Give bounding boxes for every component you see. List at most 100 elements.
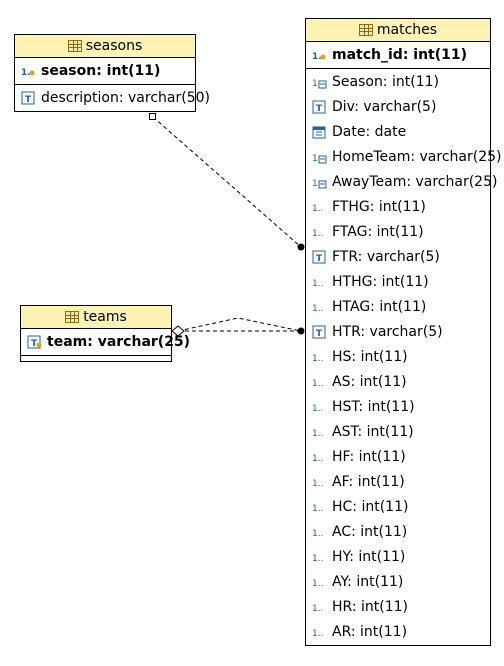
svg-text:T: T <box>31 339 38 349</box>
numeric-column-icon: 1.. <box>312 275 327 289</box>
svg-text:1..: 1.. <box>312 504 323 514</box>
column-row[interactable]: 1.. AC: int(11) <box>306 519 490 544</box>
numeric-column-icon: 1.. <box>312 300 327 314</box>
numeric-column-icon: 1.. <box>312 575 327 589</box>
svg-text:1..: 1.. <box>312 579 323 589</box>
primary-key-row[interactable]: T team: varchar(25) <box>21 329 190 356</box>
column-row[interactable]: T HTR: varchar(5) <box>306 319 490 344</box>
column-label: Div: varchar(5) <box>332 98 437 115</box>
entity-header: matches <box>306 19 490 42</box>
svg-text:1..: 1.. <box>312 229 323 239</box>
numeric-column-icon: 1.. <box>312 625 327 639</box>
numeric-column-icon: 1.. <box>312 400 327 414</box>
svg-text:1..: 1.. <box>312 454 323 464</box>
entity-title: seasons <box>85 38 143 54</box>
entity-teams[interactable]: teams T team: varchar(25) <box>20 305 190 362</box>
entity-header: teams <box>21 306 171 329</box>
column-row[interactable]: 1.. AR: int(11) <box>306 619 490 644</box>
svg-text:1..: 1.. <box>312 429 323 439</box>
column-label: FTR: varchar(5) <box>332 248 440 265</box>
svg-text:T: T <box>316 329 323 339</box>
column-row[interactable]: 1.. HF: int(11) <box>306 444 490 469</box>
column-row[interactable]: T Div: varchar(5) <box>306 94 490 119</box>
column-label: Date: date <box>332 123 407 140</box>
matches-connector-dot-1 <box>297 243 305 251</box>
column-row[interactable]: 1.. HS: int(11) <box>306 344 490 369</box>
foreign-key-icon: 1.. <box>312 175 327 189</box>
column-label: AST: int(11) <box>332 423 414 440</box>
relationship-teams-matches-hometeam[interactable] <box>177 317 302 332</box>
numeric-column-icon: 1.. <box>312 450 327 464</box>
column-label: Season: int(11) <box>332 73 439 90</box>
column-label: AC: int(11) <box>332 523 408 540</box>
column-row[interactable]: 1..HTAG: int(11) <box>306 294 490 319</box>
primary-key-text-icon: T <box>27 335 42 349</box>
column-row[interactable]: 1.. AF: int(11) <box>306 469 490 494</box>
svg-text:1..: 1.. <box>312 604 323 614</box>
entity-matches[interactable]: matches 1.. match_id: int(11) 1.. Season:… <box>305 18 501 646</box>
table-icon <box>67 40 82 52</box>
column-row[interactable]: T description: varchar(50) <box>15 85 210 110</box>
column-row[interactable]: 1..FTAG: int(11) <box>306 219 490 244</box>
column-label: season: int(11) <box>41 63 161 79</box>
svg-text:1..: 1.. <box>312 279 323 289</box>
entity-title: teams <box>83 309 127 325</box>
column-label: HY: int(11) <box>332 548 406 565</box>
column-label: FTHG: int(11) <box>332 198 426 215</box>
svg-text:1..: 1.. <box>312 554 323 564</box>
primary-key-icon: 1.. <box>21 64 36 78</box>
svg-text:1..: 1.. <box>312 479 323 489</box>
column-row[interactable]: 1.. FTHG: int(11) <box>306 194 490 219</box>
column-label: HomeTeam: varchar(25) <box>332 148 502 165</box>
numeric-column-icon: 1.. <box>312 600 327 614</box>
numeric-column-icon: 1.. <box>312 475 327 489</box>
svg-text:T: T <box>316 104 323 114</box>
relationship-seasons-matches[interactable] <box>152 116 302 248</box>
svg-text:T: T <box>25 95 32 105</box>
svg-text:1..: 1.. <box>312 404 323 414</box>
matches-connector-dot-2 <box>297 327 305 335</box>
svg-text:1..: 1.. <box>312 354 323 364</box>
svg-text:1..: 1.. <box>21 68 34 78</box>
column-row[interactable]: 1.. AY: int(11) <box>306 569 490 594</box>
column-label: HS: int(11) <box>332 348 408 365</box>
column-label: HTR: varchar(5) <box>332 323 443 340</box>
column-label: HF: int(11) <box>332 448 406 465</box>
column-label: AF: int(11) <box>332 473 405 490</box>
svg-text:1..: 1.. <box>312 379 323 389</box>
svg-text:1..: 1.. <box>312 154 323 164</box>
column-row[interactable]: 1..HR: int(11) <box>306 594 490 619</box>
column-label: AR: int(11) <box>332 623 408 640</box>
foreign-key-icon: 1.. <box>312 75 327 89</box>
column-row[interactable]: 1.. HC: int(11) <box>306 494 490 519</box>
svg-text:1..: 1.. <box>312 304 323 314</box>
column-row[interactable]: 1.. HST: int(11) <box>306 394 490 419</box>
primary-key-row[interactable]: 1.. season: int(11) <box>15 58 195 85</box>
column-row[interactable]: Date: date <box>306 119 490 144</box>
numeric-column-icon: 1.. <box>312 200 327 214</box>
column-label: description: varchar(50) <box>41 89 210 106</box>
column-row[interactable]: 1.. HomeTeam: varchar(25) <box>306 144 501 169</box>
column-label: HST: int(11) <box>332 398 415 415</box>
text-column-icon: T <box>312 250 327 264</box>
column-row[interactable]: 1.. AST: int(11) <box>306 419 490 444</box>
entity-seasons[interactable]: seasons 1.. season: int(11) T descriptio… <box>14 34 210 112</box>
column-row[interactable]: T FTR: varchar(5) <box>306 244 490 269</box>
column-row[interactable]: 1.. HY: int(11) <box>306 544 490 569</box>
column-row[interactable]: 1.. Season: int(11) <box>306 69 490 94</box>
teams-connector-diamond <box>171 325 185 337</box>
column-row[interactable]: 1.. AwayTeam: varchar(25) <box>306 169 497 194</box>
date-column-icon <box>312 125 327 139</box>
primary-key-row[interactable]: 1.. match_id: int(11) <box>306 42 490 69</box>
numeric-column-icon: 1.. <box>312 550 327 564</box>
numeric-column-icon: 1.. <box>312 525 327 539</box>
numeric-column-icon: 1.. <box>312 225 327 239</box>
column-label: HC: int(11) <box>332 498 409 515</box>
column-label: AY: int(11) <box>332 573 404 590</box>
column-row[interactable]: 1..HTHG: int(11) <box>306 269 490 294</box>
column-label: AwayTeam: varchar(25) <box>332 173 498 190</box>
column-row[interactable]: 1..AS: int(11) <box>306 369 490 394</box>
primary-key-icon: 1.. <box>312 48 327 62</box>
column-label: team: varchar(25) <box>47 334 191 350</box>
